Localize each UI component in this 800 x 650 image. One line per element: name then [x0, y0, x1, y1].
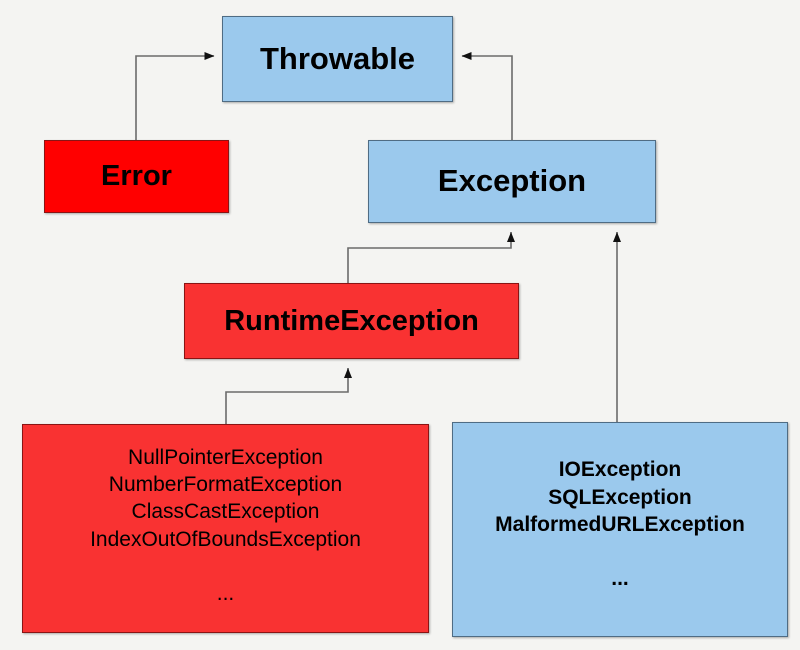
node-throwable[interactable]: Throwable [222, 16, 453, 102]
edge-runtimeexception-to-exception [347, 232, 515, 283]
edge-error-to-throwable [135, 52, 215, 140]
node-exception-label: Exception [437, 163, 587, 199]
node-unchecked-exceptions-label: NullPointerException NumberFormatExcepti… [90, 445, 361, 606]
node-checked-exceptions-label: IOException SQLException MalformedURLExc… [495, 458, 745, 591]
node-exception[interactable]: Exception [368, 140, 656, 223]
node-runtimeexception[interactable]: RuntimeException [184, 283, 519, 359]
node-throwable-label: Throwable [259, 40, 415, 76]
edge-unchecked-to-runtimeexception [225, 368, 352, 424]
node-unchecked-exceptions[interactable]: NullPointerException NumberFormatExcepti… [22, 424, 429, 633]
node-runtimeexception-label: RuntimeException [224, 304, 479, 337]
node-error[interactable]: Error [44, 140, 229, 213]
node-checked-exceptions[interactable]: IOException SQLException MalformedURLExc… [452, 422, 788, 637]
edge-exception-to-throwable [461, 52, 513, 140]
node-error-label: Error [101, 160, 172, 193]
